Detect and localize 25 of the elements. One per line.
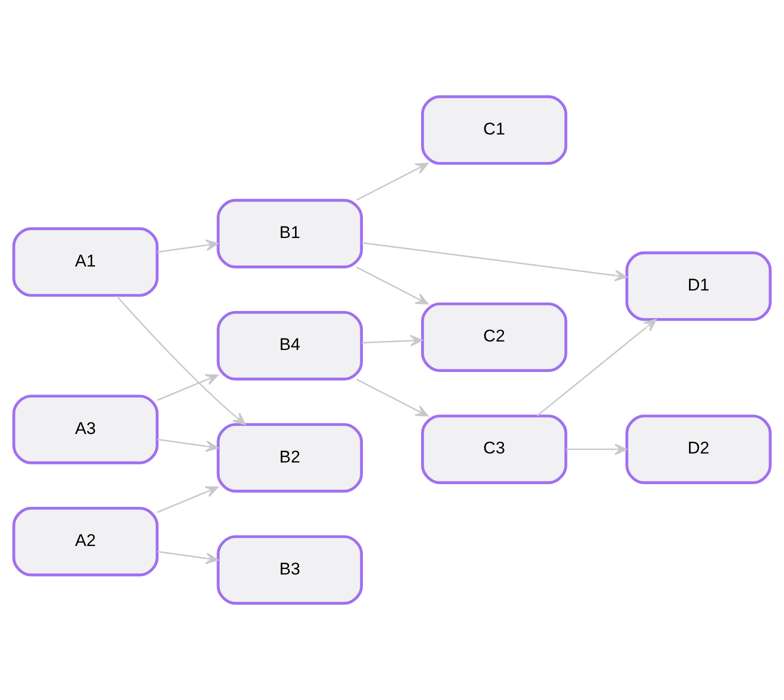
node-box: D2: [625, 414, 772, 484]
arrow: [116, 295, 246, 425]
node-box: B4: [216, 310, 363, 381]
node-box: C3: [421, 414, 568, 484]
node-box: D1: [625, 251, 772, 321]
node-box: B3: [216, 535, 363, 605]
arrow: [157, 438, 218, 452]
arrow: [536, 319, 656, 416]
arrow: [362, 334, 423, 346]
arrow: [356, 378, 428, 417]
node-box: C2: [421, 302, 568, 372]
node-box: C1: [421, 95, 568, 165]
arrow: [356, 266, 428, 304]
arrow: [157, 486, 218, 513]
node-box: A3: [12, 394, 159, 464]
arrow: [157, 550, 218, 564]
arrow: [157, 374, 218, 401]
arrow: [566, 444, 628, 456]
arrow: [157, 239, 218, 253]
node-box: B2: [216, 423, 363, 493]
node-box: A2: [12, 506, 159, 576]
arrow: [356, 162, 428, 201]
arrow: [362, 242, 628, 282]
node-box: B1: [216, 198, 363, 268]
node-box: A1: [12, 227, 159, 297]
